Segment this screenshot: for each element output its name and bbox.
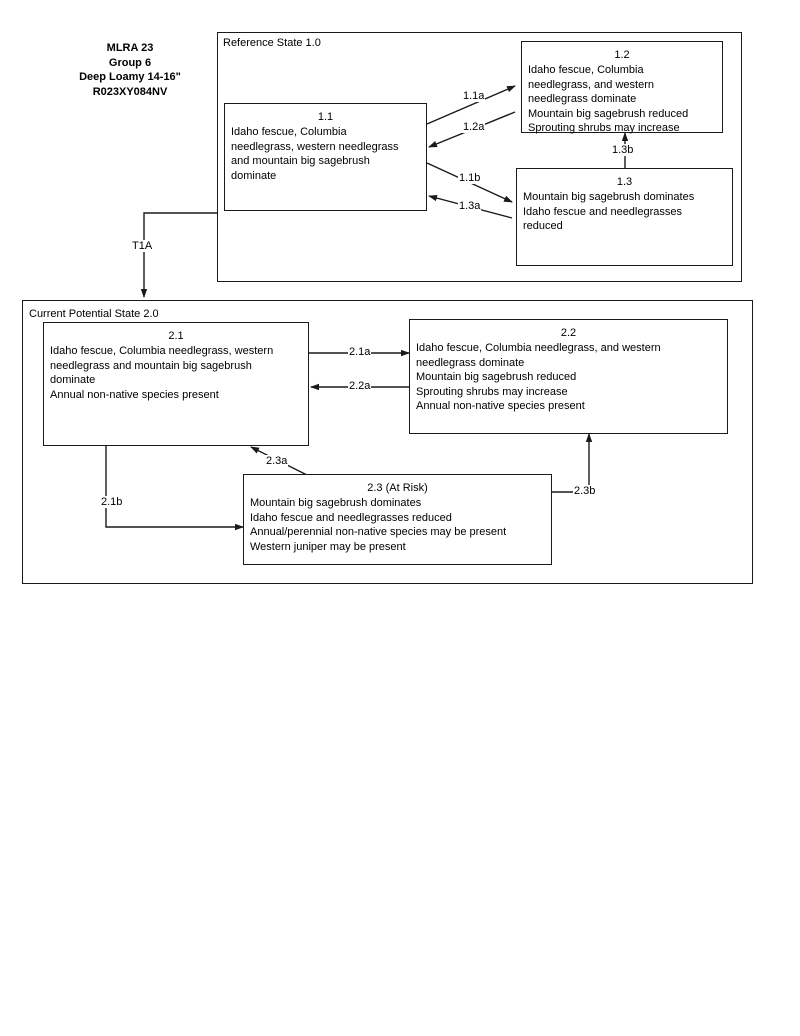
phase-1-3-id: 1.3 <box>616 176 633 188</box>
edge-label-2-1b: 2.1b <box>100 496 124 508</box>
phase-2-3-description: Mountain big sagebrush dominates Idaho f… <box>250 496 545 554</box>
phase-2-3-line-4: Western juniper may be present <box>250 540 406 553</box>
phase-1-1-id: 1.1 <box>317 111 334 123</box>
edge-label-2-3a: 2.3a <box>265 455 289 467</box>
edge-label-1-1a: 1.1a <box>462 90 486 102</box>
title-line-code: R023XY084NV <box>92 85 168 98</box>
phase-1-2-line-2: needlegrass, and western <box>528 78 654 91</box>
phase-2-2-id: 2.2 <box>560 327 577 339</box>
current-potential-state-label: Current Potential State 2.0 <box>29 308 159 320</box>
phase-1-1-line-1: Idaho fescue, Columbia <box>231 126 347 138</box>
phase-box-1-1[interactable]: 1.1 Idaho fescue, Columbia needlegrass, … <box>224 103 427 211</box>
edge-label-2-3b: 2.3b <box>573 485 597 497</box>
phase-1-3-description: Mountain big sagebrush dominates Idaho f… <box>523 190 726 234</box>
phase-box-1-2[interactable]: 1.2 Idaho fescue, Columbia needlegrass, … <box>521 41 723 136</box>
arrow-t1a <box>140 212 217 298</box>
edge-label-1-1b: 1.1b <box>458 172 482 184</box>
phase-1-2-line-5: Sprouting shrubs may increase <box>528 122 680 134</box>
title-line-mlra: MLRA 23 <box>106 42 154 54</box>
edge-label-1-3a: 1.3a <box>458 200 482 212</box>
title-line-site: Deep Loamy 14-16" <box>79 71 181 83</box>
phase-2-3-id: 2.3 (At Risk) <box>367 482 428 494</box>
phase-1-2-line-4: Mountain big sagebrush reduced <box>528 107 689 120</box>
phase-2-1-line-1: Idaho fescue, Columbia needlegrass, west… <box>50 345 274 357</box>
edge-label-t1a: T1A <box>131 240 154 252</box>
phase-1-1-line-4: dominate <box>231 169 277 182</box>
phase-2-1-description: Idaho fescue, Columbia needlegrass, west… <box>50 344 302 402</box>
phase-2-1-line-2: needlegrass and mountain big sagebrush <box>50 359 252 372</box>
phase-box-2-2[interactable]: 2.2 Idaho fescue, Columbia needlegrass, … <box>409 319 728 434</box>
phase-2-1-line-4: Annual non-native species present <box>50 388 219 401</box>
phase-1-2-line-1: Idaho fescue, Columbia <box>528 64 644 76</box>
phase-1-3-line-3: reduced <box>523 220 563 232</box>
edge-label-1-3b: 1.3b <box>611 144 635 156</box>
edge-label-1-2a: 1.2a <box>462 121 486 133</box>
phase-2-1-id: 2.1 <box>168 330 184 342</box>
phase-2-3-line-1: Mountain big sagebrush dominates <box>250 497 422 509</box>
phase-1-2-id: 1.2 <box>614 49 630 61</box>
edge-label-2-2a: 2.2a <box>348 380 372 392</box>
phase-2-2-description: Idaho fescue, Columbia needlegrass, and … <box>416 341 721 414</box>
phase-box-2-1[interactable]: 2.1 Idaho fescue, Columbia needlegrass, … <box>43 322 309 446</box>
title-line-group: Group 6 <box>108 56 152 69</box>
phase-2-1-line-3: dominate <box>50 374 96 386</box>
reference-state-label: Reference State 1.0 <box>223 37 321 49</box>
phase-1-1-line-3: and mountain big sagebrush <box>231 155 370 167</box>
phase-1-3-line-1: Mountain big sagebrush dominates <box>523 191 695 203</box>
phase-1-2-line-3: needlegrass dominate <box>528 93 637 105</box>
reference-state-container <box>217 32 742 282</box>
phase-1-3-line-2: Idaho fescue and needlegrasses <box>523 205 683 218</box>
phase-2-2-line-5: Annual non-native species present <box>416 400 585 412</box>
phase-2-3-line-3: Annual/perennial non-native species may … <box>250 526 507 538</box>
phase-box-2-3[interactable]: 2.3 (At Risk) Mountain big sagebrush dom… <box>243 474 552 565</box>
edge-label-2-1a: 2.1a <box>348 346 372 358</box>
current-potential-state-container <box>22 300 753 584</box>
phase-2-2-line-2: needlegrass dominate <box>416 356 525 369</box>
phase-1-1-description: Idaho fescue, Columbia needlegrass, west… <box>231 125 420 183</box>
phase-2-2-line-4: Sprouting shrubs may increase <box>416 385 568 398</box>
phase-box-1-3[interactable]: 1.3 Mountain big sagebrush dominates Ida… <box>516 168 733 266</box>
phase-2-3-line-2: Idaho fescue and needlegrasses reduced <box>250 511 452 524</box>
phase-2-2-line-3: Mountain big sagebrush reduced <box>416 371 577 383</box>
phase-1-2-description: Idaho fescue, Columbia needlegrass, and … <box>528 63 716 136</box>
phase-1-1-line-2: needlegrass, western needlegrass <box>231 140 399 153</box>
diagram-title-block: MLRA 23 Group 6 Deep Loamy 14-16" R023XY… <box>50 41 210 99</box>
phase-2-2-line-1: Idaho fescue, Columbia needlegrass, and … <box>416 342 661 354</box>
